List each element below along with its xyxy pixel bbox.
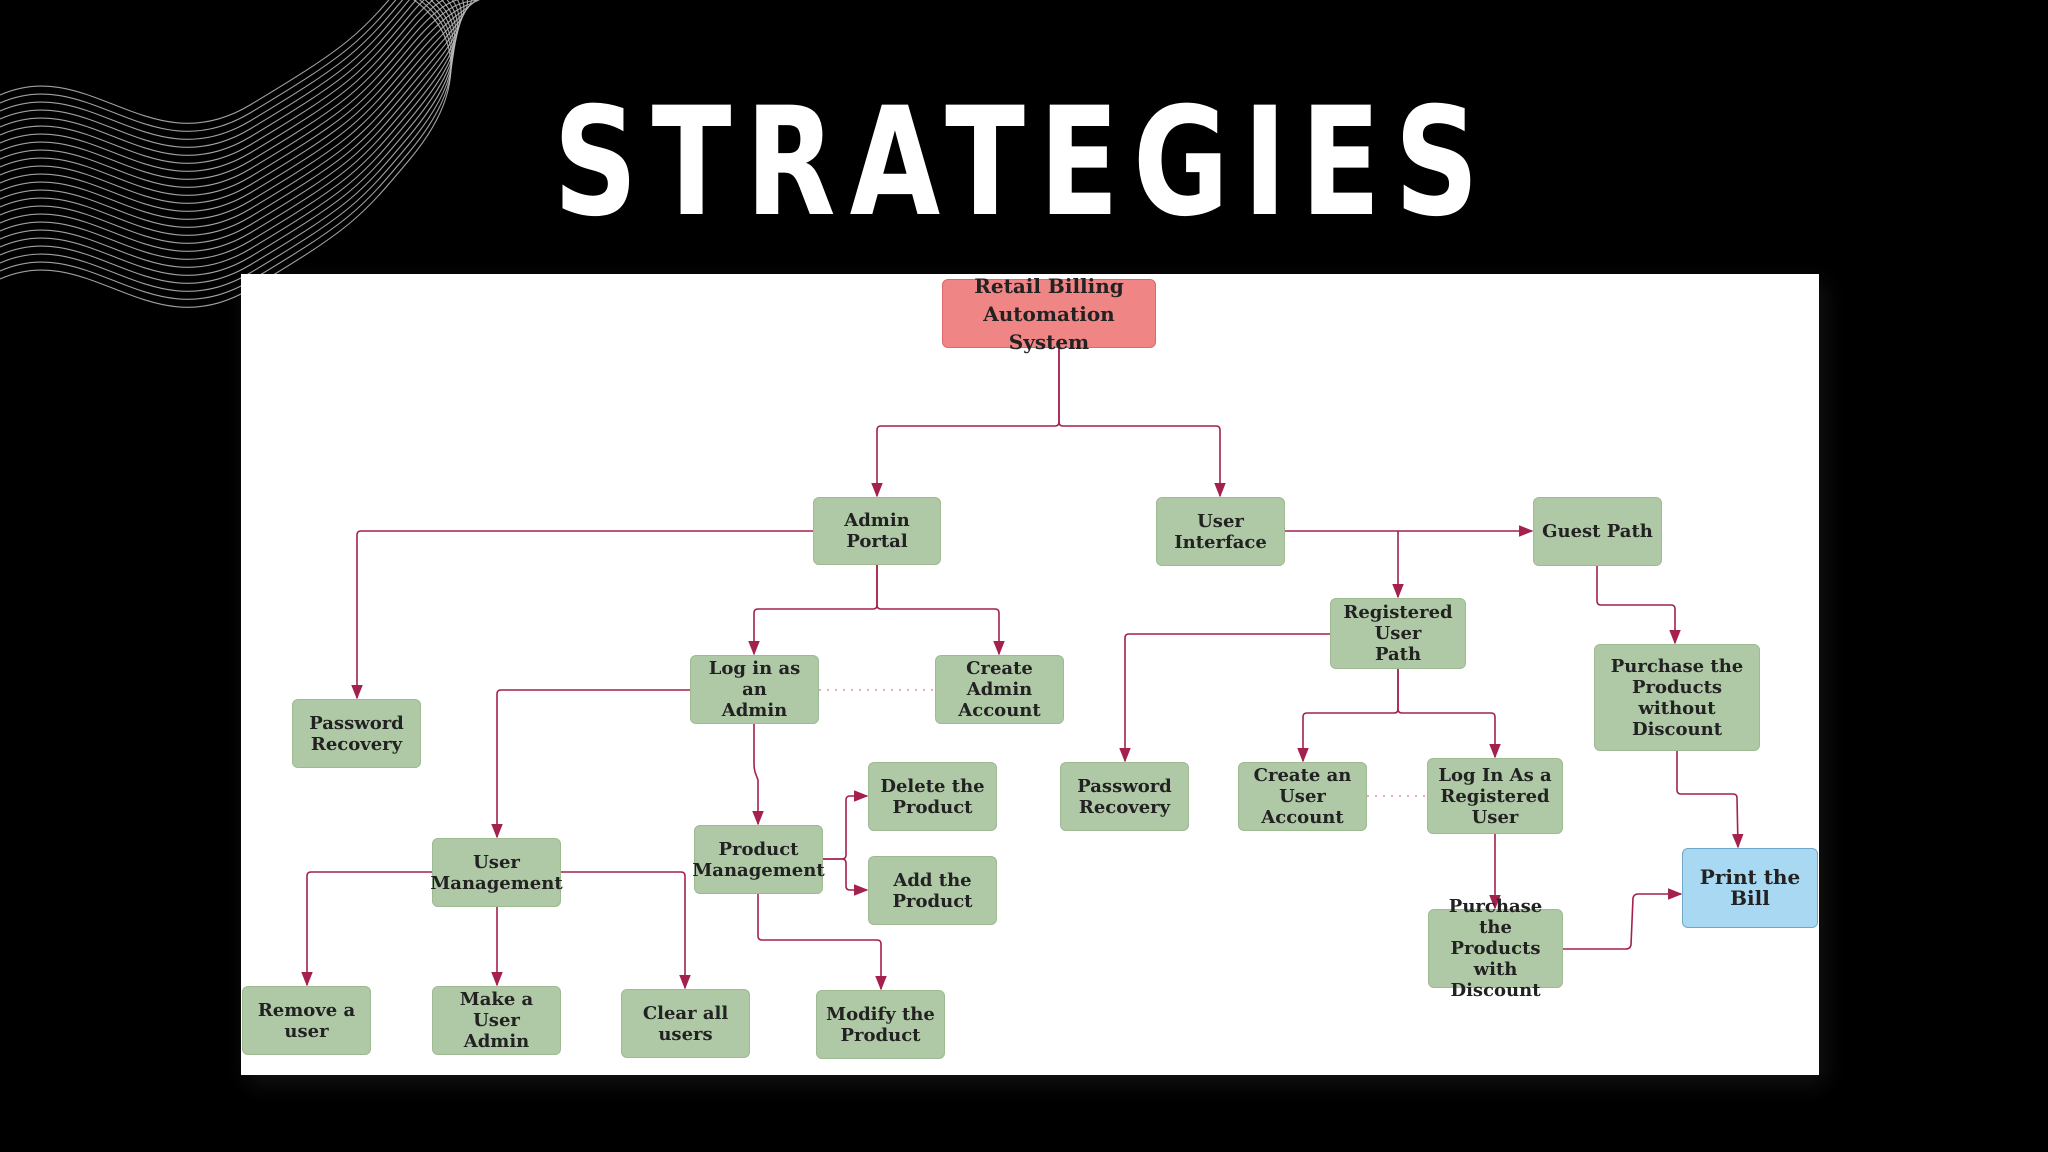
node-registered-user-path: Registered User Path xyxy=(1330,598,1466,669)
node-product-management: Product Management xyxy=(694,825,823,894)
node-retail-billing-automation-system: Retail Billing Automation System xyxy=(942,279,1156,348)
flowchart-panel: Retail Billing Automation System Admin P… xyxy=(241,274,1819,1075)
edge-purchase_with_discount-to-print_bill xyxy=(1563,894,1681,949)
node-admin-portal: Admin Portal xyxy=(813,497,941,565)
edge-login_admin-to-user_management xyxy=(497,690,690,837)
edge-registered_user_path-to-login_registered_user xyxy=(1398,669,1495,757)
node-create-an-user-account: Create an User Account xyxy=(1238,762,1367,831)
node-clear-all-users: Clear all users xyxy=(621,989,750,1058)
node-password-recovery-user: Password Recovery xyxy=(1060,762,1189,831)
node-add-the-product: Add the Product xyxy=(868,856,997,925)
edge-root-to-user_interface xyxy=(1059,348,1220,496)
node-purchase-with-discount: Purchase the Products with Discount xyxy=(1428,909,1563,988)
edge-admin_portal-to-create_admin_account xyxy=(877,565,999,654)
edge-registered_user_path-to-create_user_account xyxy=(1303,669,1398,761)
node-modify-the-product: Modify the Product xyxy=(816,990,945,1059)
edge-registered_user_path-to-password_recovery_user xyxy=(1125,634,1330,761)
node-print-the-bill: Print the Bill xyxy=(1682,848,1818,928)
node-remove-a-user: Remove a user xyxy=(242,986,371,1055)
edge-root-to-admin_portal xyxy=(877,348,1059,496)
node-log-in-as-registered-user: Log In As a Registered User xyxy=(1427,758,1563,834)
node-user-management: User Management xyxy=(432,838,561,907)
edge-product_management-to-delete_product xyxy=(823,796,867,859)
node-log-in-as-admin: Log in as an Admin xyxy=(690,655,819,724)
node-password-recovery-admin: Password Recovery xyxy=(292,699,421,768)
node-guest-path: Guest Path xyxy=(1533,497,1662,566)
edge-purchase_without_discount-to-print_bill xyxy=(1677,751,1738,847)
edge-user_management-to-remove_user xyxy=(307,872,432,985)
edge-login_admin-to-product_management xyxy=(754,724,758,824)
edge-product_management-to-modify_product xyxy=(758,894,881,989)
node-create-admin-account: Create Admin Account xyxy=(935,655,1064,724)
node-delete-the-product: Delete the Product xyxy=(868,762,997,831)
slide-title: STRATEGIES xyxy=(224,88,1821,238)
node-purchase-without-discount: Purchase the Products without Discount xyxy=(1594,644,1760,751)
node-user-interface: User Interface xyxy=(1156,497,1285,566)
node-make-a-user-admin: Make a User Admin xyxy=(432,986,561,1055)
edge-admin_portal-to-login_admin xyxy=(754,565,877,654)
edge-user_management-to-clear_all_users xyxy=(561,872,685,988)
edge-product_management-to-add_product xyxy=(823,859,867,890)
edge-guest_path-to-purchase_without_discount xyxy=(1597,566,1675,643)
